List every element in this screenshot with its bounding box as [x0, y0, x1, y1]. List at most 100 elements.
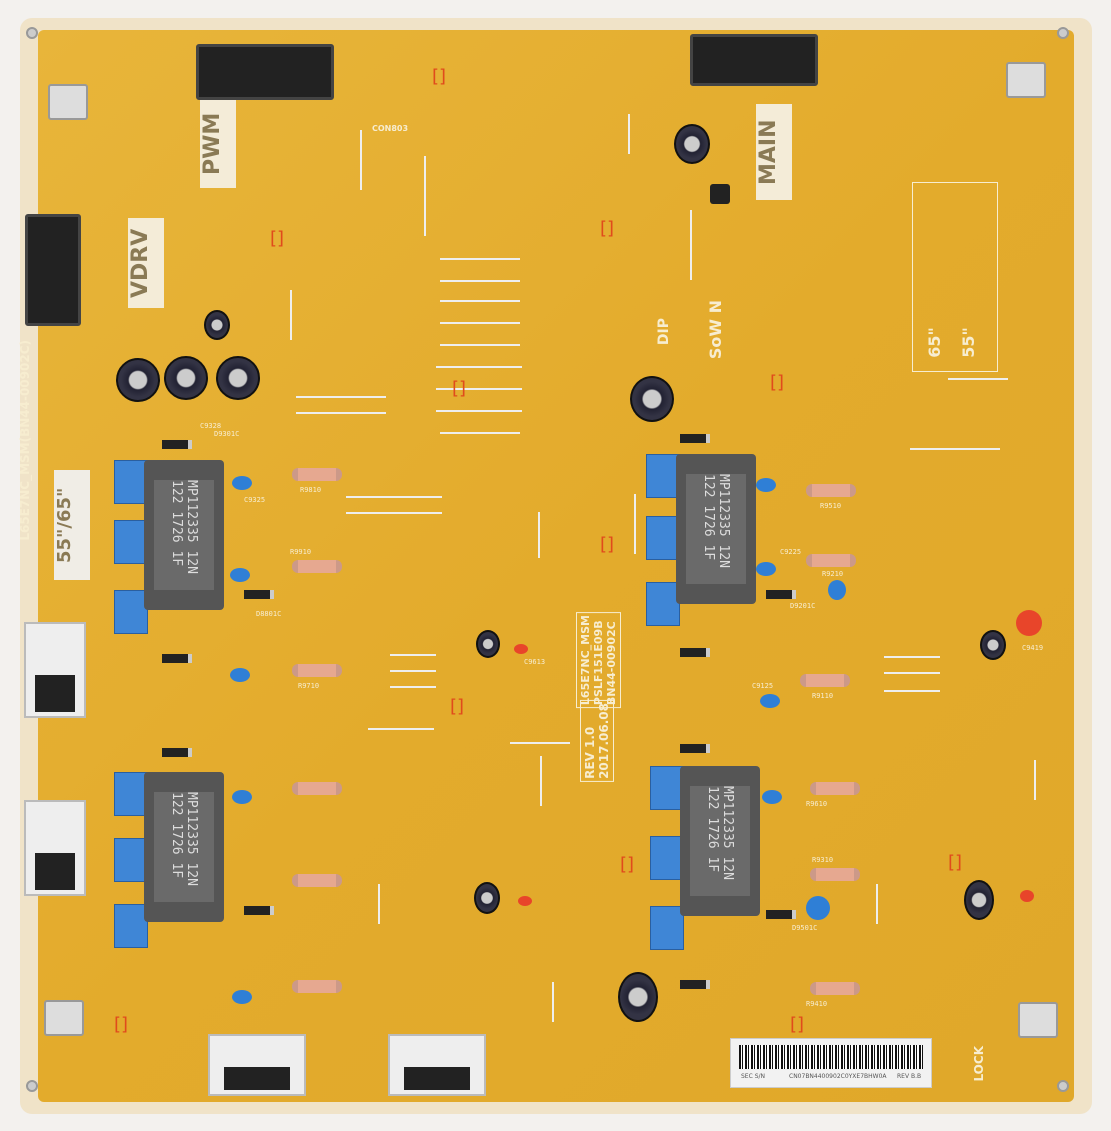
jumper-wire [690, 210, 692, 280]
resistor-ref: R9110 [812, 692, 834, 700]
capacitor-ref: C9419 [1022, 644, 1044, 652]
diode-ref: D9501C [792, 924, 818, 932]
size-65: 65" [924, 327, 944, 358]
transformer: MP112335 12N 122 1726 1F [650, 766, 760, 950]
orange-marker: [] [948, 852, 963, 873]
ceramic-capacitor [232, 476, 252, 490]
diode [680, 434, 710, 443]
jumper-wire [440, 322, 520, 324]
electrolytic-capacitor [618, 972, 658, 1022]
diode-ref: D8801C [256, 610, 282, 618]
transformer-marking: MP112335 12N 122 1726 1F [154, 792, 214, 902]
ceramic-capacitor [230, 568, 250, 582]
capacitor-ref: C9125 [752, 682, 774, 690]
electrolytic-capacitor [116, 358, 160, 402]
revision-line: 2017.06.08 [597, 703, 611, 779]
led-red [1020, 890, 1034, 902]
electrolytic-capacitor [204, 310, 230, 340]
jumper-wire [884, 690, 940, 692]
orange-marker: [] [452, 378, 467, 399]
ceramic-capacitor [756, 478, 776, 492]
ground-clip [44, 1000, 84, 1036]
ceramic-capacitor [828, 580, 846, 600]
jumper-wire [290, 290, 292, 340]
revision-line: REV 1.0 [583, 726, 597, 779]
diode [162, 654, 192, 663]
orange-marker: [] [770, 372, 785, 393]
size-table: 65" 55" [912, 182, 998, 372]
orange-marker: [] [114, 1014, 129, 1035]
vdrv-label: VDRV [128, 218, 164, 308]
resistor [292, 874, 342, 887]
transformer: MP112335 12N 122 1726 1F [646, 454, 756, 626]
jumper-wire [1034, 760, 1036, 800]
jumper-wire [628, 114, 630, 154]
resistor [810, 868, 860, 881]
resistor [800, 674, 850, 687]
jumper-wire [390, 670, 436, 672]
ground-clip [48, 84, 88, 120]
resistor-ref: R9410 [806, 1000, 828, 1008]
resistor-ref: R9310 [812, 856, 834, 864]
diode-ref: D9201C [790, 602, 816, 610]
jumper-wire [368, 728, 434, 730]
resistor [810, 782, 860, 795]
fpc-connector [208, 1034, 306, 1096]
jumper-wire [390, 686, 436, 688]
jumper-wire [540, 756, 542, 806]
electrolytic-capacitor [476, 630, 500, 658]
transformer-marking: MP112335 12N 122 1726 1F [686, 474, 746, 584]
diode [680, 744, 710, 753]
resistor [810, 982, 860, 995]
mounting-hole [26, 1080, 38, 1092]
diode [244, 906, 274, 915]
jumper-wire [884, 656, 940, 658]
resistor-ref: R9610 [806, 800, 828, 808]
jumper-wire [296, 396, 386, 398]
jumper-wire [390, 654, 436, 656]
serial-prefix: SEC S/N [741, 1073, 766, 1080]
jumper-wire [360, 130, 362, 190]
jumper-wire [634, 494, 636, 554]
ceramic-capacitor [806, 896, 830, 920]
jumper-wire [346, 512, 442, 514]
fpc-connector [388, 1034, 486, 1096]
jumper-wire [378, 884, 380, 924]
ceramic-capacitor [230, 668, 250, 682]
resistor-ref: R9210 [822, 570, 844, 578]
board-id-line: PSLF151E09B [592, 620, 605, 706]
resistor [292, 980, 342, 993]
lock-label: LOCK [972, 1046, 986, 1082]
jumper-wire [440, 300, 520, 302]
orange-marker: [] [790, 1014, 805, 1035]
orange-marker: [] [270, 228, 285, 249]
orange-marker: [] [600, 218, 615, 239]
jumper-wire [948, 378, 1008, 380]
resistor-ref: R9510 [820, 502, 842, 510]
resistor-ref: R9710 [298, 682, 320, 690]
diode [680, 648, 710, 657]
led-red [518, 896, 532, 906]
electrolytic-capacitor [980, 630, 1006, 660]
board-id-block: L65E7NC_MSM PSLF151E09B BN44-00902C [576, 612, 621, 709]
model-text: L65E7NC_MSM(BN44-00902C) [18, 340, 32, 541]
jumper-wire [346, 496, 442, 498]
resistor-ref: R9910 [290, 548, 312, 556]
resistor [806, 484, 856, 497]
mounting-hole [26, 27, 38, 39]
brand-logo: SoW N [706, 300, 725, 360]
board-id-line: L65E7NC_MSM [579, 615, 592, 706]
jumper-wire [552, 982, 554, 1022]
ceramic-capacitor [232, 990, 252, 1004]
resistor [292, 782, 342, 795]
serial-number: CN07BN4400902C0YXE7BHW0A [789, 1073, 887, 1080]
electrolytic-capacitor [216, 356, 260, 400]
size-label: 55"/65" [54, 470, 90, 580]
resistor [292, 664, 342, 677]
diode [162, 440, 192, 449]
transistor [710, 184, 730, 204]
jumper-wire [436, 388, 522, 390]
jumper-wire [910, 448, 1000, 450]
jumper-wire [440, 344, 520, 346]
capacitor-ref: C9613 [524, 658, 546, 666]
